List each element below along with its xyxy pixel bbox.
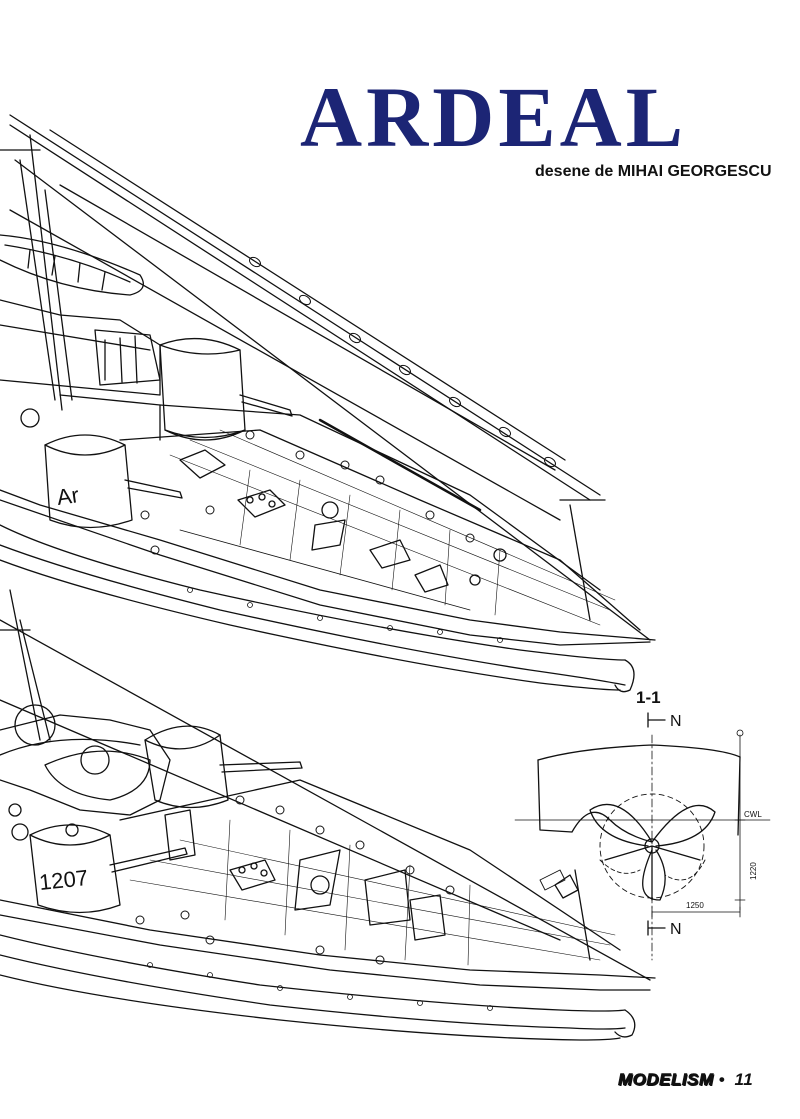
- bullet-separator: •: [718, 1070, 726, 1089]
- section-1-1-diagram: [514, 712, 771, 961]
- section-label: 1-1: [636, 688, 661, 707]
- upper-hull-marking: Ar: [55, 482, 80, 510]
- upper-ship-drawing: [0, 114, 656, 693]
- waterline-label: CWL: [744, 810, 762, 819]
- cut-letter-bottom: N: [670, 921, 682, 938]
- cut-letter-top: N: [670, 713, 682, 730]
- magazine-name: MODELISM: [618, 1070, 714, 1090]
- author-credit: desene de MIHAI GEORGESCU: [535, 163, 772, 180]
- page-number: 11: [734, 1070, 754, 1089]
- lower-ship-drawing: [0, 589, 656, 1041]
- dimension-horizontal: 1250: [686, 901, 704, 910]
- page-title: ARDEAL: [300, 69, 688, 165]
- page-footer: MODELISM • 11: [618, 1070, 753, 1090]
- lower-hull-number: 1207: [38, 865, 89, 895]
- dimension-vertical: 1220: [749, 862, 758, 880]
